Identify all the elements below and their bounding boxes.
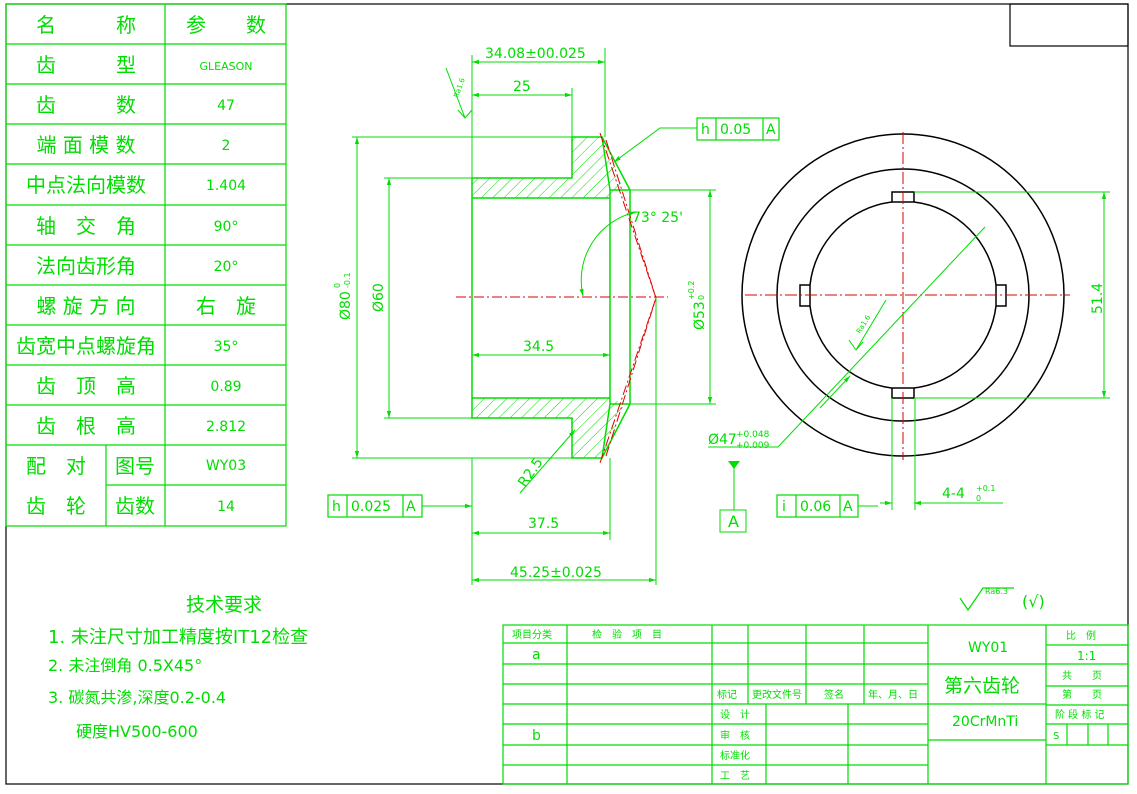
tb-signature: 签名 xyxy=(824,688,844,701)
tech-item-3: 3. 碳氮共渗,深度0.2-0.4 xyxy=(48,688,226,707)
param-value-9: 0.89 xyxy=(210,379,241,395)
mating-sub1-value: WY03 xyxy=(206,458,246,474)
param-name-6: 法向齿形角 xyxy=(36,254,136,278)
tb-stage-value: S xyxy=(1053,731,1059,742)
tech-item-2: 2. 未注倒角 0.5X45° xyxy=(48,656,202,675)
mating-sub2: 齿数 xyxy=(115,494,155,518)
general-roughness-value: Ra6.3 xyxy=(985,587,1008,596)
dim-spline-tol-bottom: +0.009 xyxy=(736,441,770,451)
param-value-10: 2.812 xyxy=(206,419,246,435)
mating-label-bottom: 齿 轮 xyxy=(26,494,86,518)
tb-change-doc: 更改文件号 xyxy=(752,688,802,701)
dim-keyway: 4-4 xyxy=(942,486,965,502)
dim-tip-tol-top: +0.2 xyxy=(687,281,696,300)
param-name-10: 齿 根 高 xyxy=(36,414,136,438)
tb-inspect-items: 检 验 项 目 xyxy=(592,628,662,641)
tb-standard: 标准化 xyxy=(720,749,750,762)
dim-spline-dia: Ø47 xyxy=(708,432,737,448)
param-value-3: 2 xyxy=(222,138,231,154)
mating-sub1: 图号 xyxy=(115,454,155,478)
dim-keyway-tol-bottom: 0 xyxy=(976,494,981,503)
dim-outer-tol-bottom: -0.1 xyxy=(343,272,352,288)
tb-project-class: 项目分类 xyxy=(512,628,552,641)
parameter-table: 名 称 参 数 齿 型 齿 数 端 面 模 数 中点法向模数 轴 交 角 法向齿… xyxy=(5,3,287,527)
param-value-0: 参 数 xyxy=(186,13,266,37)
param-name-3: 端 面 模 数 xyxy=(36,133,135,157)
tol3-value: 0.06 xyxy=(800,499,831,515)
dim-fillet: R2.5 xyxy=(515,455,546,490)
front-view: 51.4 Ø47 +0.048 +0.009 4-4 +0.1 0 Ra1.6 … xyxy=(708,132,1110,533)
param-name-1: 齿 型 xyxy=(36,53,136,77)
param-value-2: 47 xyxy=(217,98,235,114)
tb-total-label: 共 页 xyxy=(1062,670,1102,682)
param-name-7: 螺 旋 方 向 xyxy=(36,294,135,318)
tol1-symbol: h xyxy=(701,122,710,138)
param-value-1: GLEASON xyxy=(200,60,253,73)
tech-title: 技术要求 xyxy=(186,594,262,616)
general-roughness: Ra6.3 (√) xyxy=(959,587,1045,612)
general-roughness-rest: (√) xyxy=(1022,592,1045,611)
dim-keyway-depth: 51.4 xyxy=(1090,283,1106,314)
param-name-9: 齿 顶 高 xyxy=(36,374,136,398)
tb-mark: 标记 xyxy=(717,689,737,701)
dim-length-375: 37.5 xyxy=(528,516,559,532)
dim-outer-tol-top: 0 xyxy=(333,283,342,288)
param-name-0: 名 称 xyxy=(36,13,136,37)
tol2-symbol: h xyxy=(332,499,341,515)
tol3-datum: A xyxy=(843,499,853,515)
section-view: 34.08±00.025 25 34.5 73° 25' 37.5 45.25±… xyxy=(327,46,780,585)
tb-date: 年、月、日 xyxy=(868,688,918,701)
tolerance-frame-3: i 0.06 A xyxy=(776,494,859,518)
tol1-datum: A xyxy=(766,122,776,138)
param-value-4: 1.404 xyxy=(206,178,246,194)
dim-bore-dia: Ø60 xyxy=(371,283,387,312)
tolerance-frame-1: h 0.05 A xyxy=(696,117,780,141)
dim-tip-dia: Ø53 xyxy=(692,301,708,330)
tb-sheet-label: 第 页 xyxy=(1062,688,1102,701)
tb-drawing-no: WY01 xyxy=(968,640,1008,656)
tb-material: 20CrMnTi xyxy=(952,714,1018,730)
param-name-2: 齿 数 xyxy=(36,93,136,117)
param-name-5: 轴 交 角 xyxy=(36,214,136,238)
tol1-value: 0.05 xyxy=(720,122,751,138)
tolerance-frame-2: h 0.025 A xyxy=(327,494,423,518)
dim-cone-angle: 73° 25' xyxy=(632,210,683,226)
dim-bore-length: 34.5 xyxy=(523,339,554,355)
dim-outer-dia: Ø80 xyxy=(338,291,354,320)
mating-label-top: 配 对 xyxy=(26,454,86,478)
roughness-bore: Ra1.6 xyxy=(855,313,873,335)
tb-row-b: b xyxy=(532,728,541,744)
tb-review: 审 核 xyxy=(720,729,750,742)
param-value-5: 90° xyxy=(214,219,239,235)
tol2-datum: A xyxy=(406,499,416,515)
title-block: 项目分类 检 验 项 目 标记 更改文件号 签名 年、月、日 设 计 审 核 标… xyxy=(502,624,1129,785)
tech-requirements: 技术要求 1. 未注尺寸加工精度按IT12检查 2. 未注倒角 0.5X45° … xyxy=(48,594,308,741)
dim-keyway-tol-top: +0.1 xyxy=(976,484,995,493)
mating-sub2-value: 14 xyxy=(217,499,235,515)
dim-total-length: 45.25±0.025 xyxy=(510,565,602,581)
param-value-6: 20° xyxy=(214,259,239,275)
roughness-left: Ra1.6 xyxy=(452,77,467,99)
datum-label: A xyxy=(728,512,739,531)
param-value-7: 右 旋 xyxy=(196,294,256,318)
param-value-8: 35° xyxy=(214,339,239,355)
tb-design: 设 计 xyxy=(720,708,750,721)
param-name-4: 中点法向模数 xyxy=(26,173,146,197)
tech-item-1: 1. 未注尺寸加工精度按IT12检查 xyxy=(48,627,308,648)
dim-spline-tol-top: +0.048 xyxy=(736,430,770,440)
tb-scale-label: 比 例 xyxy=(1066,629,1096,642)
tb-process: 工 艺 xyxy=(720,770,750,782)
tech-item-4: 硬度HV500-600 xyxy=(76,722,198,741)
param-name-8: 齿宽中点螺旋角 xyxy=(16,334,156,358)
dim-top-width: 34.08±00.025 xyxy=(485,46,586,62)
tb-stage-label: 阶 段 标 记 xyxy=(1055,708,1105,721)
dim-tip-tol-bottom: 0 xyxy=(697,295,706,300)
tb-scale-value: 1:1 xyxy=(1077,649,1096,663)
tb-part-name: 第六齿轮 xyxy=(944,675,1020,697)
tol2-value: 0.025 xyxy=(351,499,391,515)
dim-hub-width: 25 xyxy=(513,79,531,95)
tb-row-a: a xyxy=(532,647,541,663)
tol3-symbol: i xyxy=(782,499,786,515)
